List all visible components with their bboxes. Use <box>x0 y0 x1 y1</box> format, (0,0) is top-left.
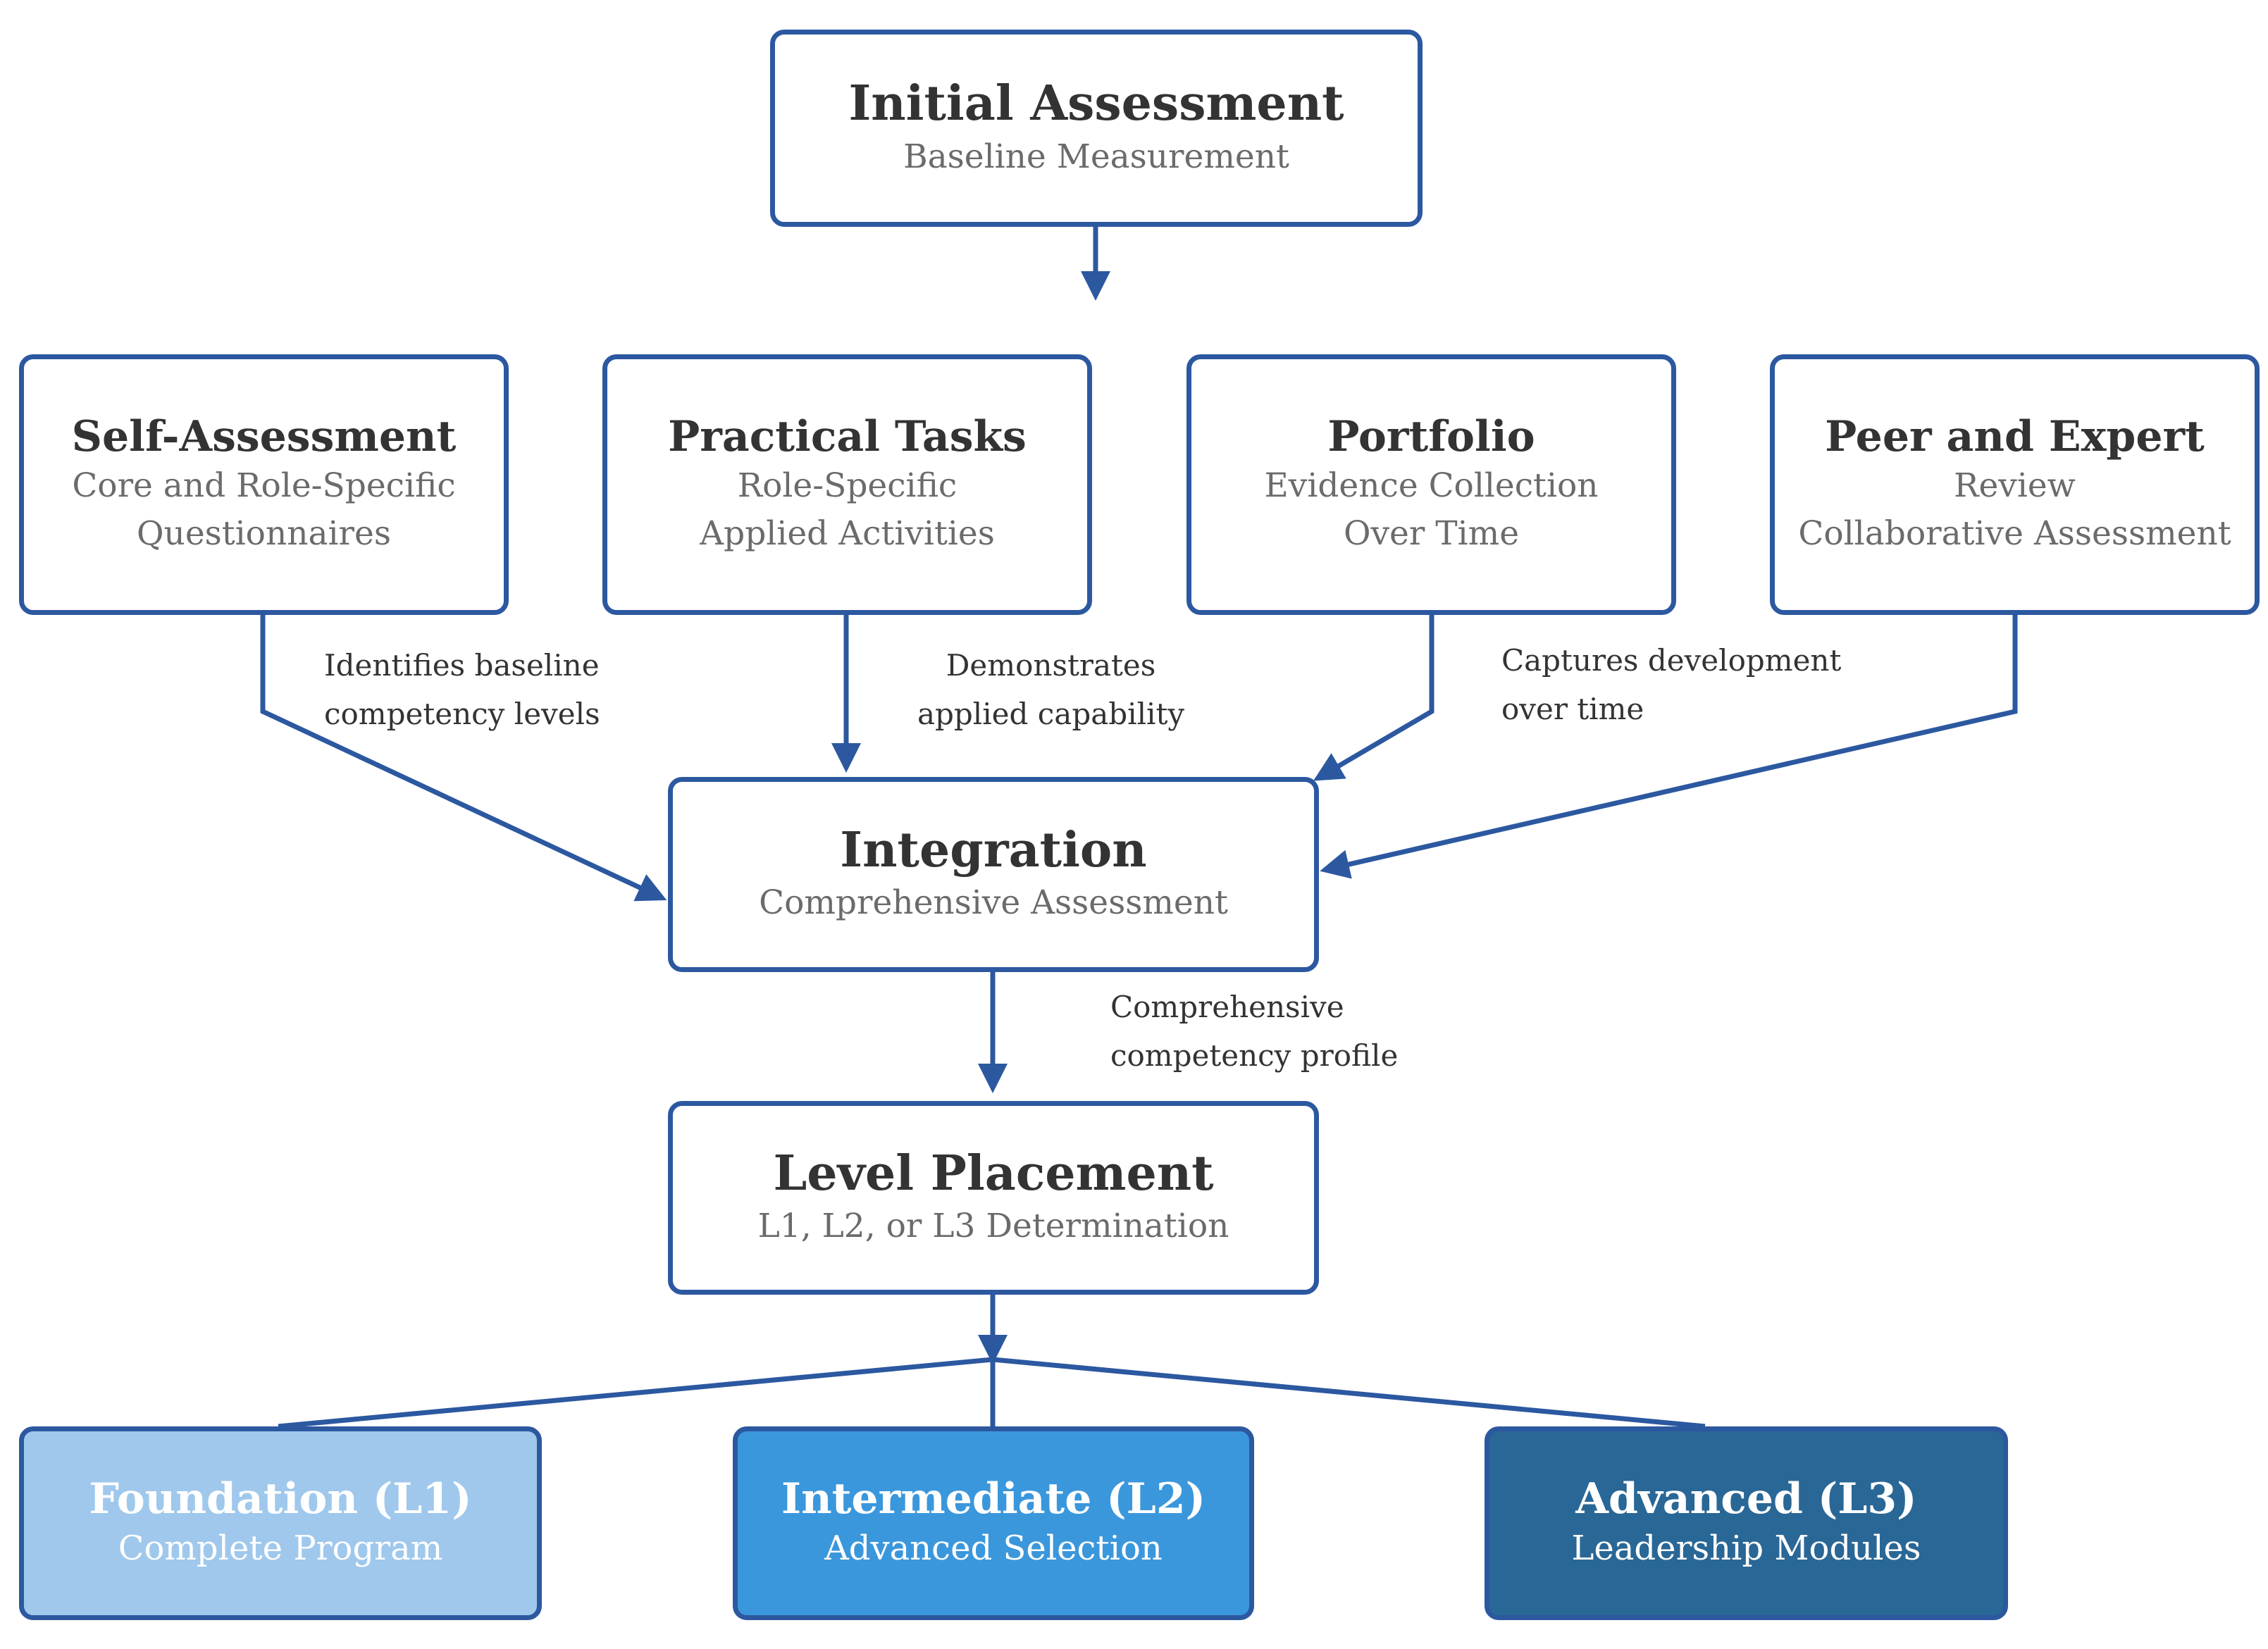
node-advanced-l3: Advanced (L3) Leadership Modules <box>1485 1426 2008 1620</box>
edge-label-integration: Comprehensive competency profile <box>1110 990 1399 1074</box>
node-foundation-l1: Foundation (L1) Complete Program <box>19 1426 542 1620</box>
node-title: Advanced (L3) <box>1575 1474 1917 1524</box>
edge-peer-to-integration <box>1320 615 2018 879</box>
node-intermediate-l2: Intermediate (L2) Advanced Selection <box>733 1426 1254 1620</box>
node-subtitle: Leadership Modules <box>1571 1528 1921 1568</box>
node-portfolio: Portfolio Evidence Collection Over Time <box>1186 354 1676 615</box>
node-subtitle: Advanced Selection <box>824 1528 1163 1568</box>
node-subtitle: Review Collaborative Assessment <box>1798 466 2231 553</box>
node-title: Self-Assessment <box>71 411 457 461</box>
node-title: Foundation (L1) <box>89 1474 472 1524</box>
edge-label-portfolio: Captures development over time <box>1501 643 1842 727</box>
node-subtitle: Comprehensive Assessment <box>759 883 1228 923</box>
node-title: Intermediate (L2) <box>781 1474 1206 1524</box>
node-subtitle: Baseline Measurement <box>903 137 1289 176</box>
edge-portfolio-to-integration <box>1313 615 1434 781</box>
node-subtitle: Evidence Collection Over Time <box>1264 466 1599 553</box>
node-subtitle: L1, L2, or L3 Determination <box>757 1207 1229 1246</box>
node-title: Peer and Expert <box>1825 411 2205 461</box>
node-subtitle: Role-Specific Applied Activities <box>700 466 995 553</box>
node-title: Level Placement <box>773 1145 1214 1202</box>
node-initial-assessment: Initial Assessment Baseline Measurement <box>770 30 1423 227</box>
node-peer-and-expert: Peer and Expert Review Collaborative Ass… <box>1770 354 2260 615</box>
node-title: Practical Tasks <box>668 411 1027 461</box>
edge-split-to-l1 <box>278 1357 993 1429</box>
node-subtitle: Complete Program <box>118 1528 443 1568</box>
node-self-assessment: Self-Assessment Core and Role-Specific Q… <box>19 354 509 615</box>
edge-split-to-l3 <box>992 1357 1706 1429</box>
node-title: Initial Assessment <box>848 75 1344 132</box>
node-title: Integration <box>840 821 1147 878</box>
edge-self-to-integration <box>260 615 667 902</box>
node-integration: Integration Comprehensive Assessment <box>668 777 1319 972</box>
node-level-placement: Level Placement L1, L2, or L3 Determinat… <box>668 1101 1319 1295</box>
node-practical-tasks: Practical Tasks Role-Specific Applied Ac… <box>602 354 1092 615</box>
node-subtitle: Core and Role-Specific Questionnaires <box>72 466 456 553</box>
edge-label-practical: Demonstrates applied capability <box>917 648 1185 732</box>
edge-label-self: Identifies baseline competency levels <box>324 648 600 732</box>
node-title: Portfolio <box>1327 411 1535 461</box>
